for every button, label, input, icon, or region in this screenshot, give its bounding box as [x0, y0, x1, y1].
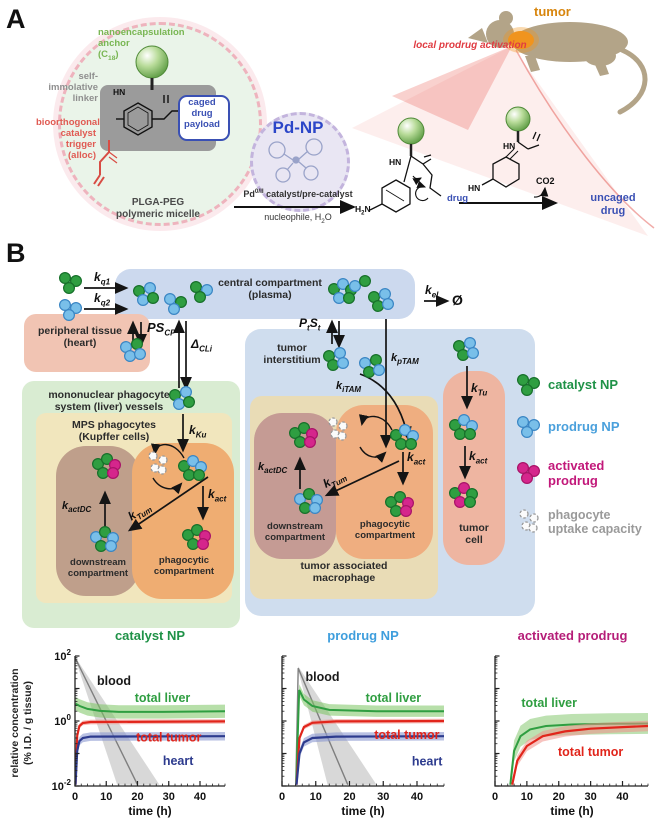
svg-text:30: 30: [585, 791, 597, 803]
svg-text:0: 0: [492, 791, 498, 803]
svg-text:total liver: total liver: [521, 696, 577, 710]
svg-text:40: 40: [616, 791, 628, 803]
svg-text:blood: blood: [305, 670, 339, 684]
legend-catalyst-np: catalyst NP: [548, 377, 619, 392]
svg-text:total tumor: total tumor: [558, 745, 623, 759]
chart-prodrug-np: 0 10 20 30 40 blood total liver total tumor hear…: [279, 655, 445, 803]
svg-text:20: 20: [343, 791, 355, 803]
chart-catalyst-np: 0 10 20 30 40 102 100 10-2 blood total liver total…: [52, 648, 226, 803]
rate-kactdc-liver: kactDC: [62, 500, 92, 515]
mouse-silhouette: [468, 11, 648, 115]
svg-text:heart: heart: [163, 754, 194, 768]
np-cluster: [58, 272, 82, 295]
rate-ktu: kTu: [471, 381, 488, 398]
rate-dcli: ΔCLi: [191, 337, 212, 354]
svg-text:total tumor: total tumor: [374, 728, 439, 742]
rate-pscp: PSCP: [147, 320, 176, 338]
svg-text:100: 100: [54, 713, 71, 728]
peripheral-tissue-label: peripheral tissue(heart): [37, 325, 123, 350]
svg-text:10: 10: [310, 791, 322, 803]
h2n-label: H2N: [355, 204, 371, 217]
rate-ptst: PtSt: [299, 316, 321, 333]
chart3-title: activated prodrug: [517, 628, 628, 643]
tumor-cell-box: [443, 371, 505, 565]
legend-prodrug-np: prodrug NP: [548, 419, 620, 434]
chart3-x-axis-label: time (h): [550, 804, 594, 818]
chart1-x-axis-label: time (h): [128, 804, 172, 818]
svg-text:40: 40: [411, 791, 423, 803]
hn-label-intermediate: HN: [389, 157, 402, 167]
central-compartment-label: central compartment(plasma): [218, 277, 322, 302]
mps-phagocytes-label: MPS phagocytes(Kupffer cells): [71, 419, 157, 444]
svg-text:20: 20: [553, 791, 565, 803]
intermediate-structure: [369, 117, 442, 213]
svg-text:total tumor: total tumor: [136, 731, 201, 745]
svg-text:30: 30: [377, 791, 389, 803]
activation-beam-core: [392, 46, 512, 130]
chart2-x-axis-label: time (h): [341, 804, 385, 818]
drug-label: drug: [447, 193, 469, 204]
svg-text:102: 102: [54, 648, 71, 663]
rate-kku: kKu: [189, 423, 207, 440]
rate-kq2: kq2: [94, 291, 111, 308]
chart1-y-axis-label: relative concentration(% I.D. / g tissue…: [9, 668, 34, 778]
svg-text:total liver: total liver: [366, 691, 422, 705]
rate-kptam: kpTAM: [391, 352, 419, 367]
pd-np-title: Pd-NP: [272, 118, 324, 137]
hn-label-product2: HN: [468, 183, 481, 193]
chart1-title: catalyst NP: [114, 628, 186, 643]
hn-label-product: HN: [503, 141, 516, 151]
tumor-label: tumor: [534, 4, 571, 19]
rate-kel: kel: [425, 283, 439, 300]
svg-text:40: 40: [194, 791, 206, 803]
svg-text:30: 30: [163, 791, 175, 803]
svg-text:0: 0: [279, 791, 285, 803]
rate-kact-liver: kact: [208, 487, 227, 504]
panel-a-label: A: [6, 4, 26, 34]
elimination-symbol: Ø: [452, 292, 463, 308]
reaction-condition-top: Pd0/II catalyst/pre-catalyst: [243, 188, 353, 199]
rate-kact-tumorcell: kact: [469, 449, 488, 466]
rate-kq1: kq1: [94, 270, 111, 287]
rate-kactdc-tam: kactDC: [258, 461, 288, 476]
svg-text:total liver: total liver: [135, 691, 191, 705]
hn-label-micelle: HN: [113, 87, 126, 97]
svg-text:20: 20: [131, 791, 143, 803]
svg-text:blood: blood: [97, 674, 131, 688]
chart2-title: prodrug NP: [327, 628, 399, 643]
svg-text:heart: heart: [412, 755, 443, 769]
svg-text:10: 10: [100, 791, 112, 803]
panel-b-label: B: [6, 238, 26, 268]
local-prodrug-activation-label: local prodrug activation: [413, 40, 527, 51]
svg-text:0: 0: [72, 791, 78, 803]
rate-kitam: kiTAM: [336, 380, 362, 395]
rate-kact-tam: kact: [407, 450, 426, 467]
chart-activated-prodrug: 0 10 20 30 40 total liver total tumor: [492, 655, 649, 803]
reaction-condition-bottom: nucleophile, H2O: [264, 212, 332, 225]
svg-text:10: 10: [521, 791, 533, 803]
co2-label: CO2: [536, 176, 555, 186]
svg-text:10-2: 10-2: [52, 778, 72, 793]
